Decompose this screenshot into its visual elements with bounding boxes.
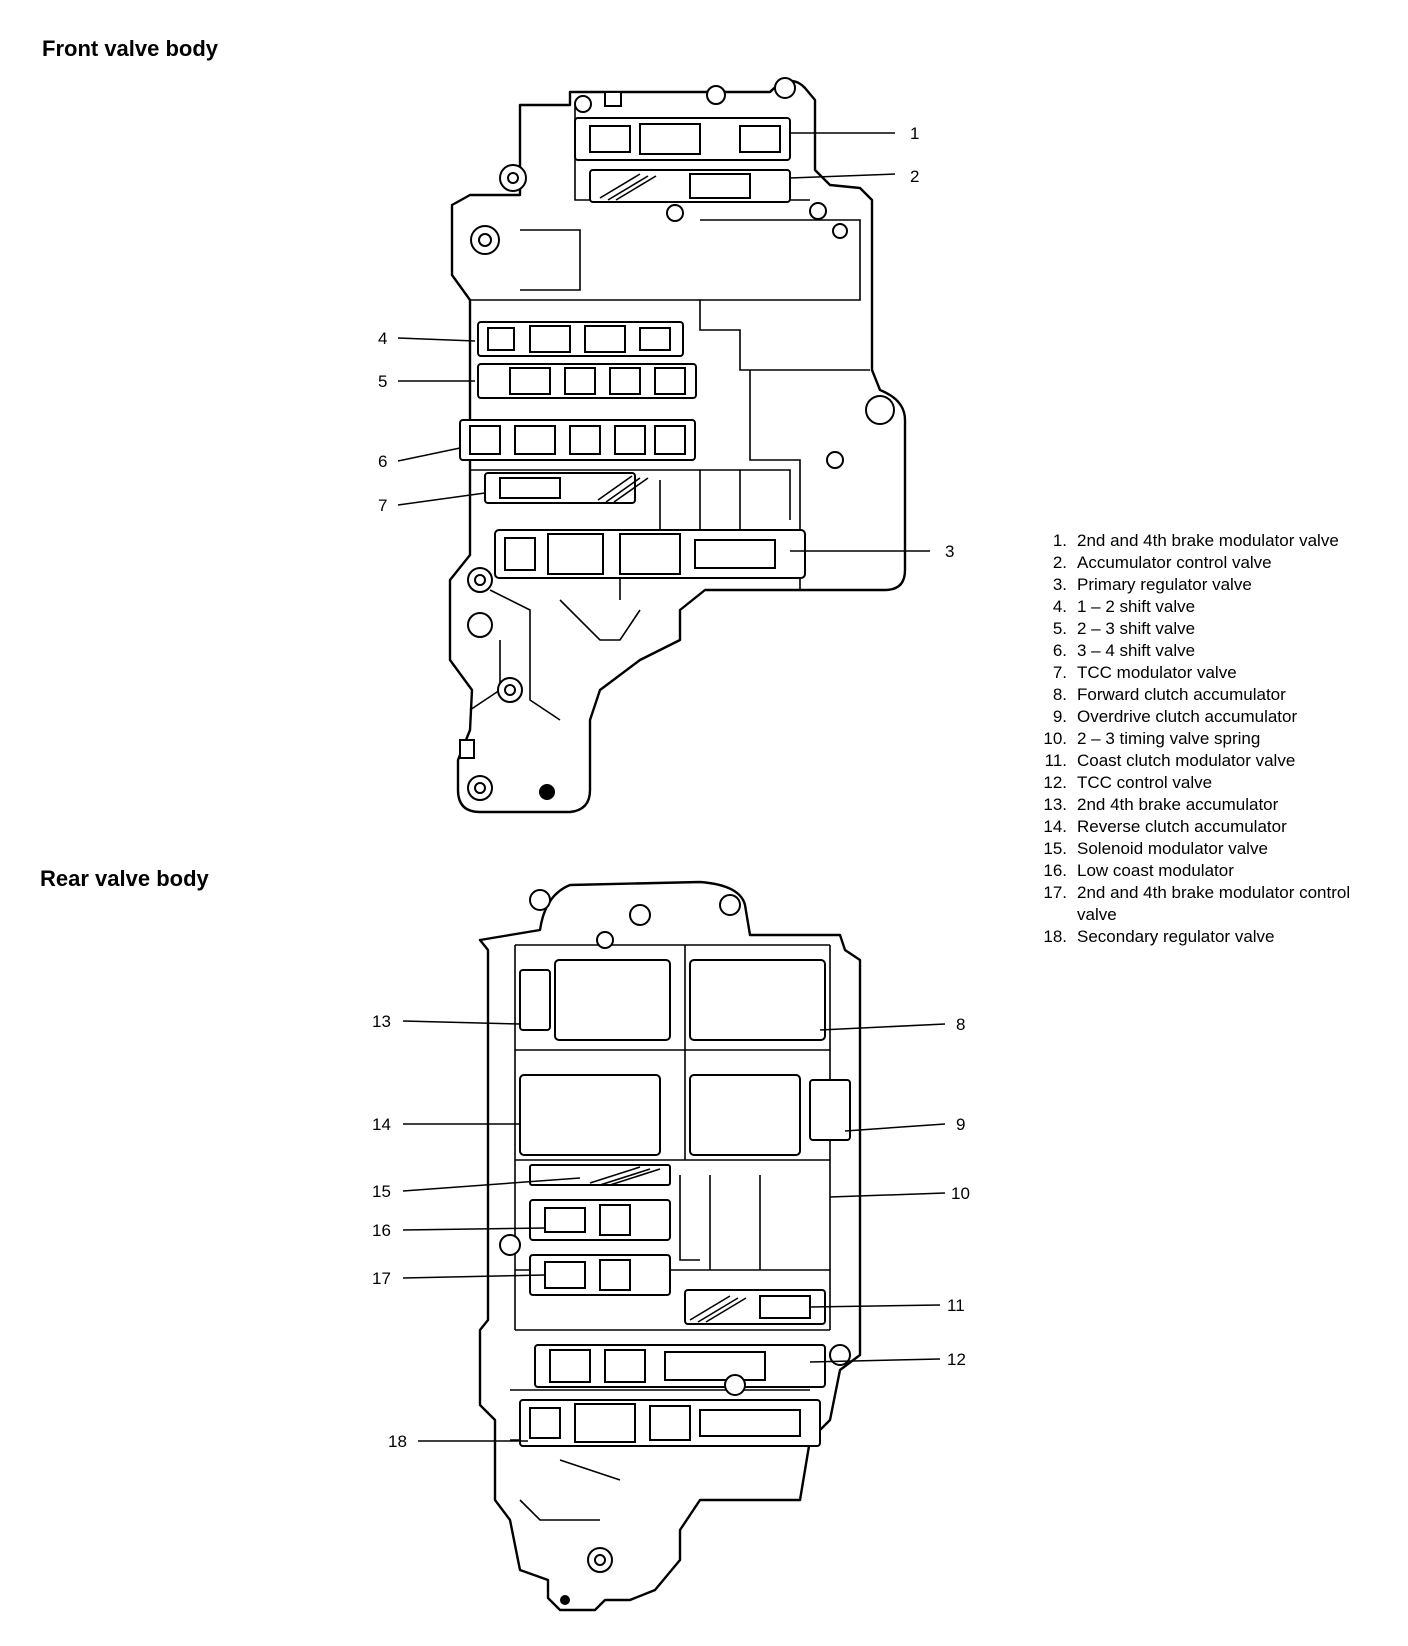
legend-text: Forward clutch accumulator [1077, 685, 1286, 704]
legend-text: 2nd 4th brake accumulator [1077, 795, 1279, 814]
legend-number: 17. [1043, 883, 1067, 902]
legend-text: 2 – 3 shift valve [1077, 619, 1196, 638]
legend-number: 14. [1043, 817, 1067, 836]
legend-item: 12. TCC control valve [1025, 772, 1385, 794]
legend-text: Coast clutch modulator valve [1077, 751, 1296, 770]
rear-valve-body-title: Rear valve body [40, 866, 209, 891]
legend-item: 1. 2nd and 4th brake modulator valve [1025, 530, 1385, 552]
legend-text: 1 – 2 shift valve [1077, 597, 1196, 616]
legend-number: 11. [1044, 751, 1067, 770]
legend-text: Overdrive clutch accumulator [1077, 707, 1298, 726]
legend-item: 18. Secondary regulator valve [1025, 926, 1385, 948]
legend-number: 8. [1052, 685, 1067, 704]
callout-8: 8 [956, 1015, 965, 1034]
legend-item: 8. Forward clutch accumulator [1025, 684, 1385, 706]
legend-number: 4. [1052, 597, 1067, 616]
legend-text: Secondary regulator valve [1077, 927, 1275, 946]
legend-number: 6. [1052, 641, 1067, 660]
legend-text: TCC modulator valve [1077, 663, 1237, 682]
front-callout-lines [397, 132, 930, 552]
legend-number: 5. [1052, 619, 1067, 638]
legend-item: 15. Solenoid modulator valve [1025, 838, 1385, 860]
legend-text: 3 – 4 shift valve [1077, 641, 1196, 660]
legend-number: 3. [1052, 575, 1067, 594]
callout-1: 1 [910, 124, 919, 143]
callout-12: 12 [947, 1350, 966, 1369]
legend-item: 4. 1 – 2 shift valve [1025, 596, 1385, 618]
legend-item: 9. Overdrive clutch accumulator [1025, 706, 1385, 728]
legend-text: TCC control valve [1077, 773, 1213, 792]
legend-number: 16. [1043, 861, 1067, 880]
legend-item: 5. 2 – 3 shift valve [1025, 618, 1385, 640]
legend-item: 7. TCC modulator valve [1025, 662, 1385, 684]
rear-valve-body-drawing [478, 880, 862, 1612]
callout-6: 6 [378, 452, 387, 471]
legend-text: 2 – 3 timing valve spring [1077, 729, 1261, 748]
callout-17: 17 [372, 1269, 391, 1288]
legend-item: 11. Coast clutch modulator valve [1025, 750, 1385, 772]
legend-text: Reverse clutch accumulator [1077, 817, 1287, 836]
callout-2: 2 [910, 167, 919, 186]
legend-number: 10. [1043, 729, 1067, 748]
legend-number: 15. [1043, 839, 1067, 858]
front-valve-body-drawing [448, 77, 907, 814]
legend-item: 10. 2 – 3 timing valve spring [1025, 728, 1385, 750]
callout-14: 14 [372, 1115, 391, 1134]
legend-item: 13. 2nd 4th brake accumulator [1025, 794, 1385, 816]
legend-number: 12. [1043, 773, 1067, 792]
legend-text: Solenoid modulator valve [1077, 839, 1268, 858]
callout-16: 16 [372, 1221, 391, 1240]
parts-legend: 1. 2nd and 4th brake modulator valve 2. Ac… [1025, 530, 1385, 948]
legend-number: 1. [1052, 531, 1067, 550]
legend-item: 2. Accumulator control valve [1025, 552, 1385, 574]
legend-text: Accumulator control valve [1077, 553, 1272, 572]
callout-5: 5 [378, 372, 387, 391]
legend-number: 18. [1043, 927, 1067, 946]
rear-callout-lines [402, 1020, 946, 1442]
callout-9: 9 [956, 1115, 965, 1134]
legend-number: 2. [1052, 553, 1067, 572]
legend-number: 13. [1043, 795, 1067, 814]
callout-15: 15 [372, 1182, 391, 1201]
rear-callout-numbers: 13 14 15 16 17 18 8 9 10 11 12 [372, 1012, 970, 1451]
legend-text: Low coast modulator [1077, 861, 1234, 880]
callout-11: 11 [947, 1296, 965, 1315]
legend-item: 16. Low coast modulator [1025, 860, 1385, 882]
callout-18: 18 [388, 1432, 407, 1451]
front-valve-body-title: Front valve body [42, 36, 219, 61]
callout-3: 3 [945, 542, 954, 561]
legend-text: Primary regulator valve [1077, 575, 1252, 594]
legend-item: 17. 2nd and 4th brake modulator control v… [1025, 882, 1385, 926]
legend-item: 6. 3 – 4 shift valve [1025, 640, 1385, 662]
legend-number: 9. [1052, 707, 1067, 726]
legend-text: 2nd and 4th brake modulator valve [1077, 531, 1339, 550]
callout-10: 10 [951, 1184, 970, 1203]
callout-13: 13 [372, 1012, 391, 1031]
legend-item: 3. Primary regulator valve [1025, 574, 1385, 596]
callout-4: 4 [378, 329, 387, 348]
legend-text: 2nd and 4th brake modulator control valv… [1077, 883, 1351, 924]
callout-7: 7 [378, 496, 387, 515]
legend-number: 7. [1052, 663, 1067, 682]
front-callout-numbers: 1 2 4 5 6 7 3 [378, 124, 954, 561]
legend-item: 14. Reverse clutch accumulator [1025, 816, 1385, 838]
